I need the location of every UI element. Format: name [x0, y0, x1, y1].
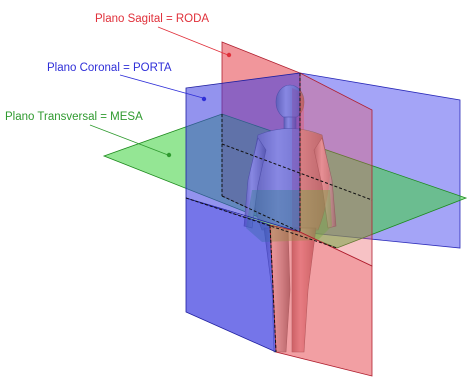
- transversal-plane-label: Plano Transversal = MESA: [5, 111, 143, 123]
- sagittal-marker-dot: [227, 53, 231, 57]
- coronal-plane-label: Plano Coronal = PORTA: [47, 62, 172, 74]
- sagittal-plane-label: Plano Sagital = RODA: [95, 13, 209, 25]
- coronal-marker-dot: [202, 97, 206, 101]
- transversal-marker-dot: [167, 153, 171, 157]
